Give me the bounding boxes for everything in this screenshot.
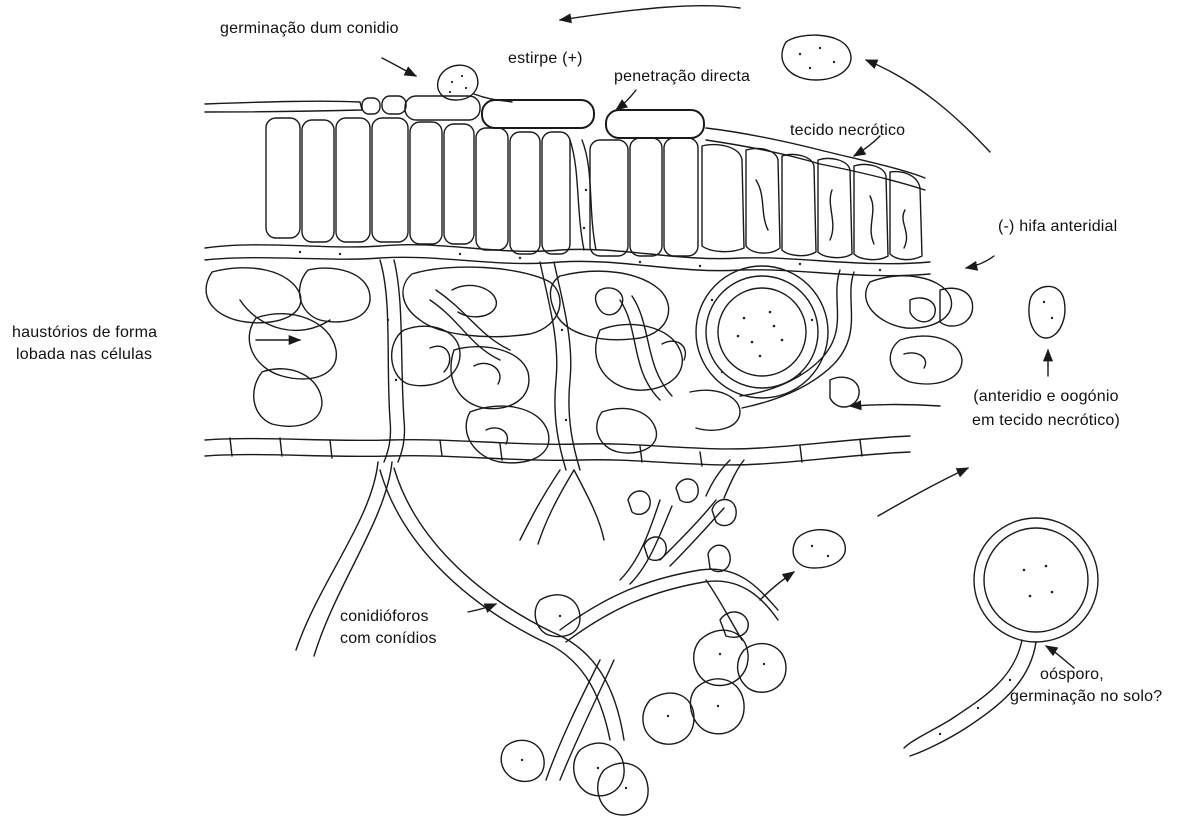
label-penetracao: penetração directa: [614, 66, 750, 88]
label-anteridio-1: (anteridio e oogónio: [946, 386, 1146, 408]
label-hifa-anteridial: (-) hifa anteridial: [998, 216, 1117, 238]
label-oosporo-2: germinação no solo?: [1010, 686, 1162, 708]
label-tecido-necrotico: tecido necrótico: [790, 120, 905, 142]
label-haustorios-1: haustórios de forma: [12, 322, 157, 344]
label-estirpe: estirpe (+): [508, 48, 583, 70]
hyphae: [205, 140, 930, 470]
spongy-mesophyll: [206, 267, 973, 463]
label-conidioforos-2: com conídios: [340, 628, 437, 650]
lower-epidermis: [205, 436, 910, 466]
oogonium: [696, 266, 828, 398]
label-conidioforos-1: conidióforos: [340, 606, 429, 628]
label-haustorios-2: lobada nas células: [16, 344, 152, 366]
label-anteridio-2: em tecido necrótico): [946, 410, 1146, 432]
arrows: [256, 6, 1074, 668]
upper-epidermis: [205, 96, 925, 190]
label-germinacao: germinação dum conidio: [220, 18, 399, 40]
label-oosporo-1: oósporo,: [1040, 664, 1104, 686]
